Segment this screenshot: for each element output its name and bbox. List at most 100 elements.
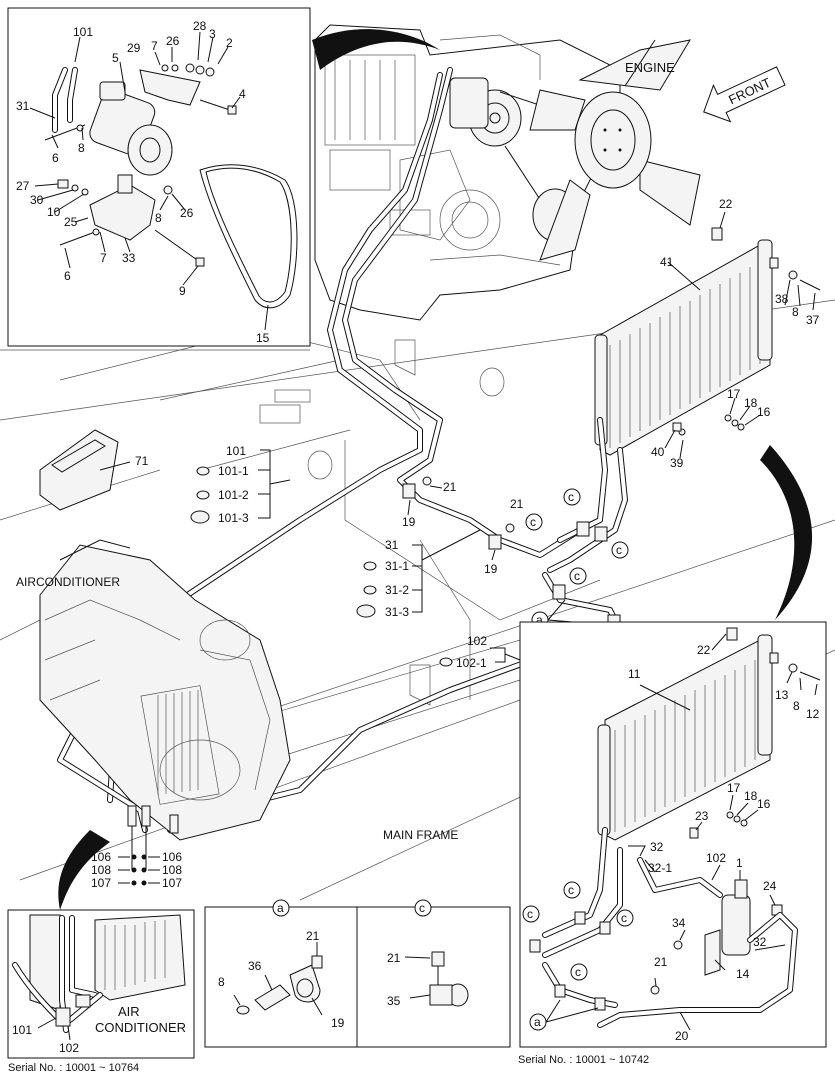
callout-34: 34 <box>672 916 686 930</box>
condenser-lower-inset: c c c c a 22 11 13 8 12 17 18 16 23 32 3… <box>519 621 827 1048</box>
detail-a-8: 8 <box>218 975 225 989</box>
hose-102-kit: 102 102-1 <box>439 634 521 670</box>
callout-17-lower: 17 <box>727 781 741 795</box>
callout-101-2: 101-2 <box>218 488 249 502</box>
callout-101: 101 <box>226 444 246 458</box>
callout-3: 3 <box>209 27 216 41</box>
detail-c-badge: c <box>419 901 425 915</box>
control-panel-71: 71 <box>39 429 149 511</box>
callout-8-upper-cond: 8 <box>792 305 799 319</box>
callout-102: 102 <box>467 634 487 648</box>
hose-101-kit: 101 101-1 101-2 101-3 <box>190 444 291 525</box>
callout-14: 14 <box>736 967 750 981</box>
callout-27: 27 <box>16 179 30 193</box>
condenser-upper: 22 41 38 8 37 17 18 16 40 39 <box>594 197 821 470</box>
callout-32-b: 32 <box>753 935 767 949</box>
callout-2: 2 <box>226 36 233 50</box>
callout-26-mid: 26 <box>180 206 194 220</box>
callout-29: 29 <box>127 41 141 55</box>
callout-31: 31 <box>385 538 399 552</box>
callout-37: 37 <box>806 313 820 327</box>
detail-a-21: 21 <box>306 929 320 943</box>
detail-a-36: 36 <box>248 959 262 973</box>
callout-101-inset-bl: 101 <box>12 1023 32 1037</box>
serial-left: Serial No. : 10001 ~ 10764 <box>8 1062 139 1074</box>
callout-16-lower: 16 <box>757 797 771 811</box>
callout-22-lower: 22 <box>697 643 711 657</box>
callout-18-lower: 18 <box>744 789 758 803</box>
callout-31-inset: 31 <box>16 99 30 113</box>
callout-c-2: c <box>530 515 536 529</box>
callout-a-main: a <box>536 613 543 627</box>
callout-12: 12 <box>806 707 820 721</box>
callout-32-1: 32-1 <box>648 861 672 875</box>
callout-4: 4 <box>239 87 246 101</box>
detail-c-21: 21 <box>387 951 401 965</box>
callout-40: 40 <box>651 445 665 459</box>
callout-31-2: 31-2 <box>385 583 409 597</box>
callout-6-bottom: 6 <box>64 269 71 283</box>
callout-21-a: 21 <box>443 480 457 494</box>
callout-32-a: 32 <box>650 840 664 854</box>
front-arrow: FRONT <box>703 66 786 123</box>
air-conditioner-line2: CONDITIONER <box>95 1020 186 1035</box>
callout-107-right: 107 <box>162 876 182 890</box>
detail-c-35: 35 <box>387 994 401 1008</box>
callout-8-top: 8 <box>78 141 85 155</box>
callout-10: 10 <box>47 205 61 219</box>
detail-a-badge: a <box>277 901 284 915</box>
callout-11: 11 <box>628 667 641 681</box>
serial-right: Serial No. : 10001 ~ 10742 <box>518 1054 649 1066</box>
callout-arrow-right <box>760 445 813 620</box>
callout-9: 9 <box>179 284 186 298</box>
callout-20: 20 <box>675 1029 689 1043</box>
callout-23: 23 <box>695 809 709 823</box>
inset-bottom-left: 101 102 AIR CONDITIONER <box>7 909 195 1059</box>
callout-101-1: 101-1 <box>218 464 249 478</box>
callout-30: 30 <box>30 193 44 207</box>
callout-107-left: 107 <box>91 876 111 890</box>
callout-c-4: c <box>574 569 580 583</box>
callout-18-upper: 18 <box>744 396 758 410</box>
callout-7-top: 7 <box>151 39 158 53</box>
callout-c-1: c <box>568 490 574 504</box>
fittings-left: 106 106 108 108 107 107 <box>91 805 182 890</box>
callout-102-lower: 102 <box>706 851 726 865</box>
callout-21-lower: 21 <box>654 955 668 969</box>
callout-7-bottom: 7 <box>100 251 107 265</box>
callout-24: 24 <box>763 879 777 893</box>
airconditioner-unit: AIRCONDITIONER <box>16 539 291 841</box>
callout-circles-main: c c c c a <box>525 488 629 629</box>
hose-31-kit: 31 31-1 31-2 31-3 <box>356 529 481 619</box>
callout-arrow-left <box>58 830 110 910</box>
fan <box>529 39 701 261</box>
callout-c-3: c <box>616 543 622 557</box>
callout-1: 1 <box>736 856 743 870</box>
callout-arrow-top <box>312 29 440 70</box>
engine-label: ENGINE <box>625 60 675 75</box>
callout-6-top: 6 <box>52 151 59 165</box>
callout-31-3: 31-3 <box>385 605 409 619</box>
callout-25: 25 <box>64 215 78 229</box>
callout-19-a: 19 <box>402 515 416 529</box>
callout-16-upper: 16 <box>757 405 771 419</box>
callout-102-inset-bl: 102 <box>59 1041 79 1055</box>
callout-c-r1: c <box>568 883 574 897</box>
callout-41: 41 <box>660 255 674 269</box>
callout-38: 38 <box>775 292 789 306</box>
callout-106-left: 106 <box>91 850 111 864</box>
main-frame-label: MAIN FRAME <box>383 828 458 842</box>
compressor-inset: 101 5 29 7 26 28 3 2 4 31 6 8 27 30 10 2… <box>7 7 311 347</box>
callout-c-r4: c <box>575 965 581 979</box>
air-conditioner-line1: AIR <box>118 1004 140 1019</box>
callout-a-r: a <box>534 1015 541 1029</box>
callout-31-1: 31-1 <box>385 559 409 573</box>
callout-106-right: 106 <box>162 850 182 864</box>
callout-108-left: 108 <box>91 863 111 877</box>
callout-8-lower-cond: 8 <box>793 699 800 713</box>
callout-8-mid: 8 <box>155 211 162 225</box>
detail-a-19: 19 <box>331 1016 345 1030</box>
engine-drawing: ENGINE <box>314 24 701 321</box>
airconditioner-label: AIRCONDITIONER <box>16 575 120 589</box>
callout-102-1: 102-1 <box>456 656 487 670</box>
